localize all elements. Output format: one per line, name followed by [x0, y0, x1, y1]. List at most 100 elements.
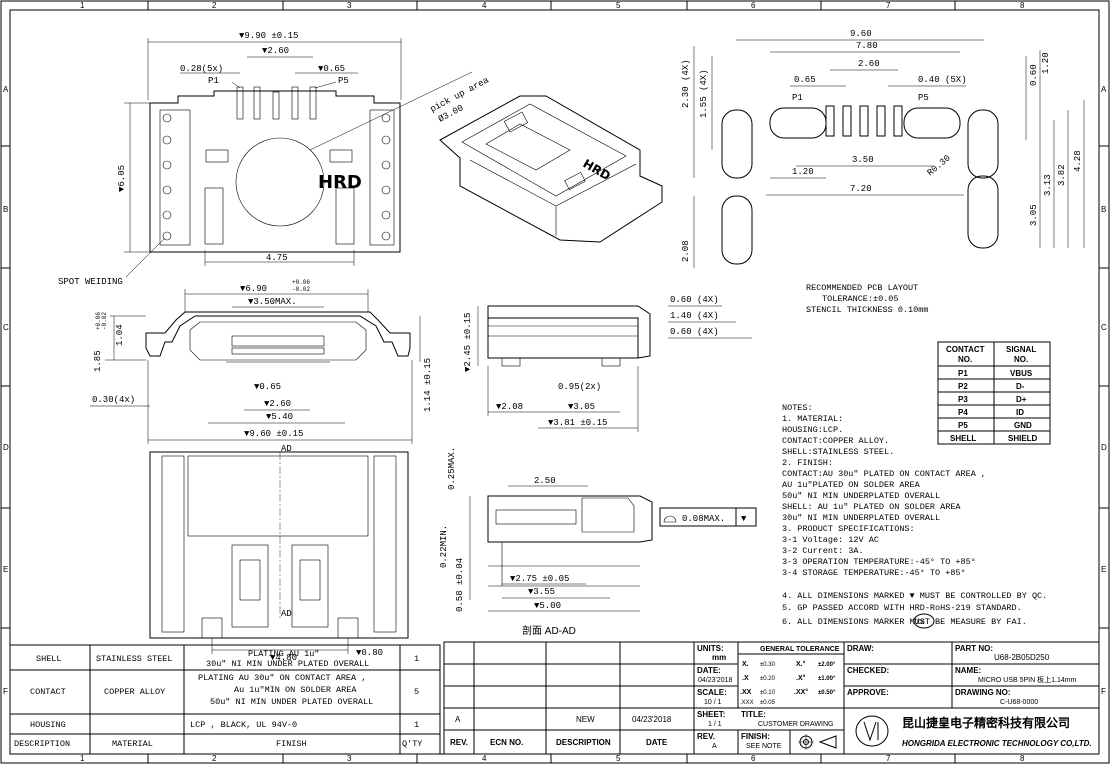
top-dim-bottom: 4.75 — [266, 253, 288, 263]
zone-row: E — [3, 565, 8, 574]
zone-col: 2 — [212, 1, 217, 10]
sheet-value: 1 / 1 — [708, 721, 722, 728]
pcb-layout: 9.60 7.80 2.60 0.65 0.40 (5X) P1 P5 2.30… — [668, 29, 1085, 339]
note-line: 4. ALL DIMENSIONS MARKED ▼ MUST BE CONTR… — [782, 591, 1047, 601]
rev-block-value: A — [712, 743, 717, 750]
table-row: P2 — [958, 382, 968, 391]
note-line: 3. PRODUCT SPECIFICATIONS: — [782, 524, 915, 534]
name-value: MICRO USB 5PIN 板上1.14mm — [978, 675, 1077, 684]
note-line: 50u" NI MIN UNDERPLATED OVERALL — [782, 491, 940, 501]
rev-header-rev: REV. — [450, 738, 468, 747]
fai-marker — [913, 613, 935, 629]
front-dim-top-tol-dn: -0.02 — [292, 286, 310, 293]
projection-symbol-icon — [798, 734, 837, 750]
table-row: P4 — [958, 408, 968, 417]
note-line: 3-3 OPERATION TEMPERATURE:-45° TO +85° — [782, 557, 976, 567]
rev-date: 04/23'2018 — [632, 715, 672, 724]
zone-col: 8 — [1020, 754, 1025, 763]
section-dim-e: ▼2.75 ±0.05 — [510, 574, 569, 584]
top-dim-pitch: ▼2.60 — [262, 46, 289, 56]
table-row: D+ — [1016, 395, 1027, 404]
top-dim-lead-width: 0.28(5x) — [180, 64, 223, 74]
table-row: SHIELD — [1008, 434, 1038, 443]
zone-row: C — [1101, 323, 1107, 332]
bottom-section-top: AD — [281, 444, 292, 454]
tol-row: ±2.00° — [818, 662, 836, 668]
zone-col: 5 — [616, 1, 621, 10]
bom-shell-qty: 1 — [414, 654, 419, 664]
bom-shell-finish-1: 30u" NI MIN UNDER PLATED OVERALL — [206, 659, 369, 669]
signal-header-contact: CONTACT — [946, 345, 985, 354]
note-line: 30u" NI MIN UNDERPLATED OVERALL — [782, 513, 940, 523]
note-line: HOUSING:LCP. — [782, 425, 843, 435]
pickup-circle — [235, 137, 325, 227]
section-dim-g: ▼5.00 — [534, 601, 561, 611]
note-line: SHELL:STAINLESS STEEL. — [782, 447, 894, 457]
bom-housing-finish: LCP , BLACK, UL 94V-0 — [190, 720, 297, 730]
zone-row: A — [1101, 85, 1107, 94]
bom-housing-desc: HOUSING — [30, 720, 66, 730]
section-view: 2.50 0.25MAX. 0.22MIN. 0.58 ±0.04 ▼2.75 … — [439, 447, 757, 637]
signal-header-signal: SIGNAL — [1006, 345, 1036, 354]
units-value: mm — [712, 653, 726, 662]
table-row: D- — [1016, 382, 1025, 391]
bom-shell-material: STAINLESS STEEL — [96, 654, 173, 664]
top-label-p5: P5 — [338, 76, 349, 86]
tol-row: ±0.05 — [760, 700, 776, 706]
section-dim-d: 0.58 ±0.04 — [455, 558, 465, 612]
zone-col: 8 — [1020, 1, 1025, 10]
note-line: CONTACT:COPPER ALLOY. — [782, 436, 889, 446]
section-dim-b: 0.25MAX. — [447, 447, 457, 490]
tol-row: ±0.50° — [818, 690, 836, 696]
bom-housing-qty: 1 — [414, 720, 419, 730]
pcb-v4: 4.28 — [1073, 150, 1083, 172]
iso-view: HRD — [439, 95, 663, 243]
zone-row: D — [3, 443, 9, 452]
section-dim-f: ▼3.55 — [528, 587, 555, 597]
bom-contact-finish-0: PLATING AU 30u" ON CONTACT AREA , — [198, 673, 366, 683]
bom-table: SHELL STAINLESS STEEL PLATING AU 1u" 30u… — [9, 644, 441, 755]
tol-row: .XXX — [740, 700, 754, 706]
tol-row: ±0.10 — [760, 690, 776, 696]
partno-label: PART NO: — [955, 644, 993, 653]
zone-row: B — [1101, 205, 1106, 214]
zone-col: 7 — [886, 1, 891, 10]
rev-header-ecn: ECN NO. — [490, 738, 523, 747]
front-dim-h-left-tol-up: +0.06 — [95, 312, 102, 330]
bom-contact-finish-2: 50u" NI MIN UNDER PLATED OVERALL — [210, 697, 373, 707]
note-line: 5. GP PASSED ACCORD WITH HRD-RoHS-219 ST… — [782, 603, 1022, 613]
rev-desc: NEW — [576, 715, 595, 724]
pcb-h4: 1.20 — [1041, 52, 1051, 74]
tol-row: X.° — [796, 660, 806, 668]
note-line: 3-1 Voltage: 12V AC — [782, 535, 879, 545]
pcb-h1: 2.30 (4X) — [681, 59, 691, 108]
zone-row: C — [3, 323, 9, 332]
table-row: ID — [1016, 408, 1024, 417]
pcb-w2: 7.80 — [856, 41, 878, 51]
rev-header-desc: DESCRIPTION — [556, 738, 611, 747]
zone-labels: 1 2 3 4 5 6 7 8 1 2 3 4 5 6 7 8 A B C D … — [3, 1, 1107, 763]
front-dim-foot: 0.30(4x) — [92, 395, 135, 405]
pcb-w4: 0.65 — [794, 75, 816, 85]
bom-header-desc: DESCRIPTION — [14, 739, 70, 749]
note-line: 2. FINISH: — [782, 458, 833, 468]
zone-col: 1 — [80, 1, 85, 10]
note-line: CONTACT:AU 30u" PLATED ON CONTACT AREA , — [782, 469, 986, 479]
zone-row: E — [1101, 565, 1106, 574]
pcb-h2: 1.55 (4X) — [699, 69, 709, 118]
pcb-w1: 9.60 — [850, 29, 872, 39]
bottom-dim-tab: ▼0.80 — [356, 648, 383, 658]
tol-title: GENERAL TOLERANCE — [760, 646, 840, 653]
drawingno-value: C-U68-0000 — [1000, 699, 1038, 706]
side-dim-c: ▼3.05 — [568, 402, 595, 412]
date-label: DATE: — [697, 666, 721, 675]
bom-shell-finish-0: PLATING AU 1u" — [248, 649, 319, 659]
note-line: AU 1u"PLATED ON SOLDER AREA — [782, 480, 921, 490]
approve-label: APPROVE: — [847, 688, 889, 697]
units-label: UNITS: — [697, 644, 724, 653]
pcb-label-p1: P1 — [792, 93, 803, 103]
note-line: 6. ALL DIMENSIONS MARKER MUST BE MEASURE… — [782, 617, 1027, 627]
table-row: P5 — [958, 421, 968, 430]
section-flatness-marker: ▼ — [741, 514, 747, 524]
